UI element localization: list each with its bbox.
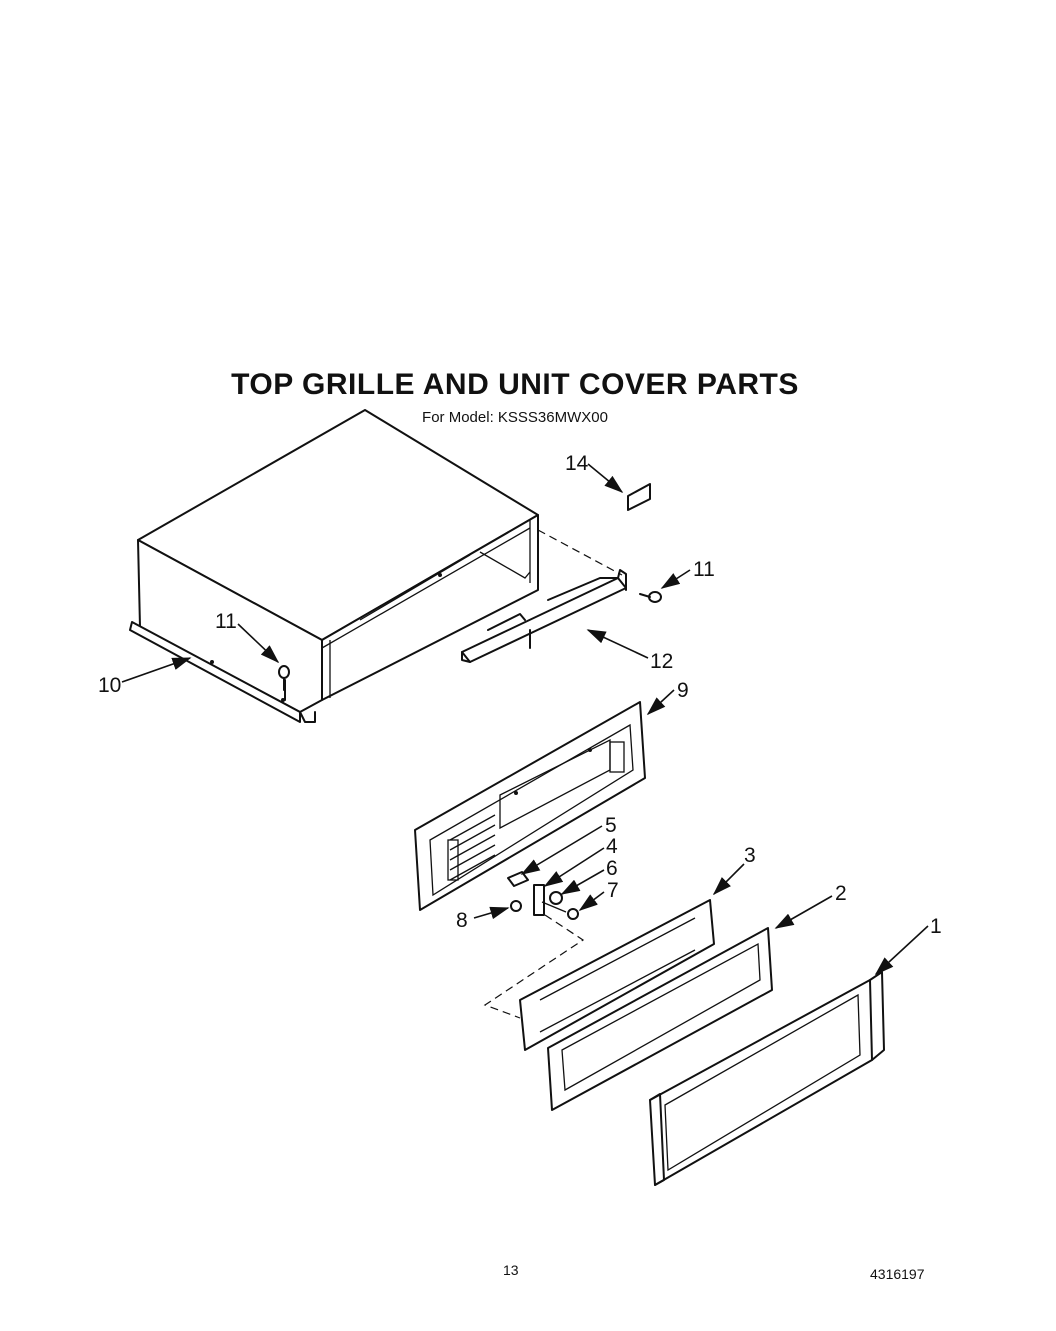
leader-6 bbox=[560, 869, 605, 895]
unit-cover-part bbox=[129, 409, 539, 723]
diagram-title: TOP GRILLE AND UNIT COVER PARTS bbox=[231, 368, 799, 401]
callout-14: 14 bbox=[565, 452, 589, 475]
screw-part-right bbox=[639, 591, 662, 603]
document-number: 4316197 bbox=[870, 1266, 925, 1282]
callout-1: 1 bbox=[930, 915, 942, 938]
leader-8 bbox=[473, 906, 510, 920]
model-subtitle: For Model: KSSS36MWX00 bbox=[422, 409, 608, 426]
callout-4: 4 bbox=[606, 835, 618, 858]
label-part bbox=[627, 483, 651, 511]
leader-4 bbox=[543, 847, 605, 887]
leader-5 bbox=[520, 825, 603, 875]
mounting-bracket-part bbox=[519, 899, 715, 1051]
grille-frame-part bbox=[414, 701, 646, 911]
hardware-group bbox=[507, 871, 579, 920]
leader-3 bbox=[712, 863, 745, 896]
callout-11-right: 11 bbox=[693, 558, 715, 581]
callout-6: 6 bbox=[606, 857, 618, 880]
callout-7: 7 bbox=[607, 879, 619, 902]
leader-2 bbox=[774, 895, 833, 929]
leader-9 bbox=[646, 689, 675, 716]
screw-part-left bbox=[278, 665, 290, 691]
callout-8: 8 bbox=[456, 909, 468, 932]
page-number: 13 bbox=[503, 1262, 519, 1278]
callout-11-left: 11 bbox=[215, 610, 237, 633]
leader-1 bbox=[874, 925, 929, 976]
leader-12 bbox=[586, 629, 649, 659]
leader-7 bbox=[578, 891, 605, 911]
leader-11-left bbox=[237, 623, 280, 664]
callout-2: 2 bbox=[835, 882, 847, 905]
leader-14 bbox=[587, 463, 624, 494]
callout-9: 9 bbox=[677, 679, 689, 702]
callout-10: 10 bbox=[98, 674, 121, 697]
grille-part bbox=[547, 927, 773, 1111]
outer-trim-part bbox=[649, 971, 885, 1186]
leader-11-right bbox=[660, 569, 691, 589]
callout-12: 12 bbox=[650, 650, 673, 673]
bracket-part bbox=[461, 569, 627, 663]
callout-5: 5 bbox=[605, 814, 617, 837]
callout-3: 3 bbox=[744, 844, 756, 867]
leader-10 bbox=[121, 657, 192, 683]
